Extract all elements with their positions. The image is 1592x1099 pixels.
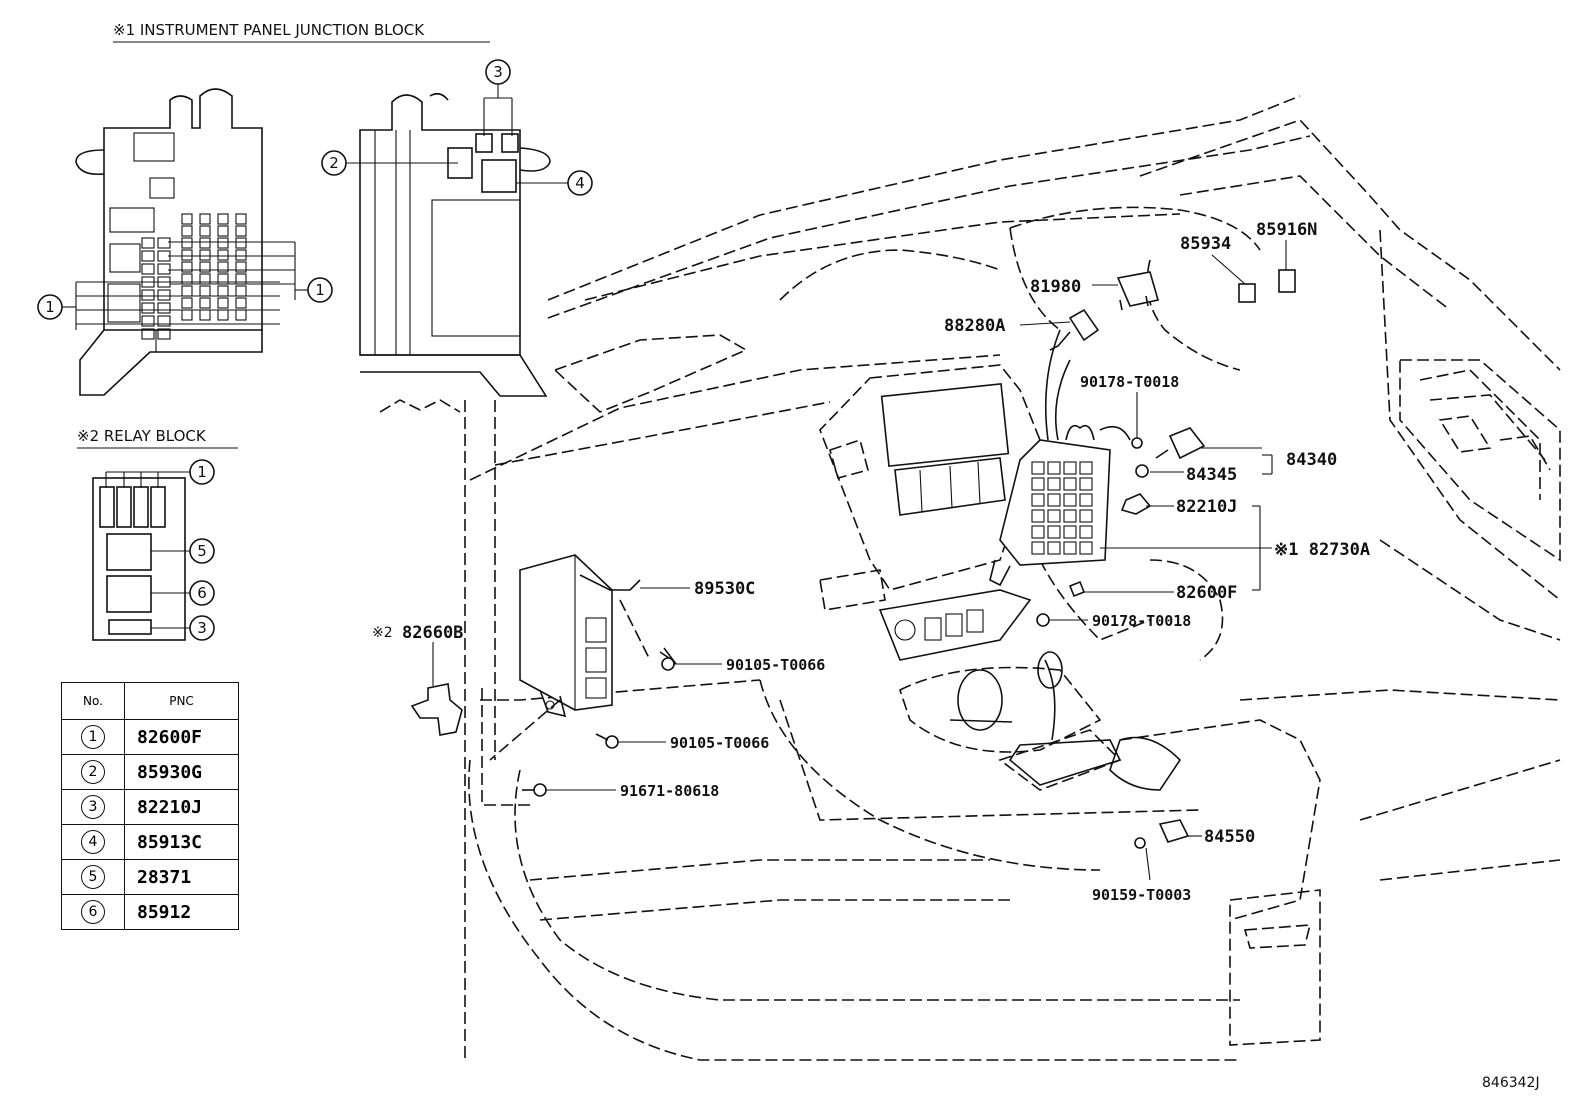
label-90178-T0018-upper: 90178-T0018 (1080, 373, 1179, 391)
row-pnc: 85930G (124, 754, 239, 790)
row-pnc: 82210J (124, 789, 239, 825)
installed-junction-block (989, 329, 1131, 587)
row-number: 6 (81, 900, 105, 924)
callout-number: 1 (315, 281, 325, 299)
dashboard-outline (469, 95, 1561, 601)
relay-block-header: ※2 RELAY BLOCK (77, 427, 207, 445)
table-row: 3 82210J (61, 789, 239, 825)
lower-floor-outline (379, 259, 1241, 1061)
label-84345: 84345 (1186, 465, 1237, 485)
row-number: 5 (81, 865, 105, 889)
label-90178-T0018-lower: 90178-T0018 (1092, 612, 1191, 630)
callout-number: 5 (197, 542, 207, 560)
pnc-table: No. PNC 1 82600F 2 85930G 3 82210J 4 859… (61, 682, 239, 930)
label-90105-T0066-upper: 90105-T0066 (726, 656, 825, 674)
junction-block-rear-view (359, 92, 551, 397)
junction-block-header: ※1 INSTRUMENT PANEL JUNCTION BLOCK (113, 21, 425, 39)
table-row: 1 82600F (61, 719, 239, 755)
col-no-header: No. (61, 682, 125, 720)
callout-number: 3 (197, 619, 207, 637)
row-number: 4 (81, 830, 105, 854)
col-pnc-header: PNC (124, 682, 239, 720)
row-pnc: 82600F (124, 719, 239, 755)
label-85934: 85934 (1180, 234, 1231, 254)
row-pnc: 85913C (124, 824, 239, 860)
relay-block-view (92, 477, 186, 641)
table-row: 4 85913C (61, 824, 239, 860)
junction-block-front-view (75, 88, 263, 396)
label-85916N: 85916N (1256, 220, 1317, 240)
table-row: 2 85930G (61, 754, 239, 790)
label-82730A: ※1 82730A (1274, 540, 1370, 560)
callout-number: 4 (575, 174, 585, 192)
airbag-control-unit (489, 554, 651, 761)
bolts-and-fasteners (522, 437, 1149, 849)
label-90159-T0003: 90159-T0003 (1092, 886, 1191, 904)
table-row: 5 28371 (61, 859, 239, 895)
callout-number: 1 (197, 463, 207, 481)
callout-circle (189, 580, 215, 606)
pnc-table-header: No. PNC (61, 682, 239, 720)
label-84340: 84340 (1286, 450, 1337, 470)
row-number: 1 (81, 725, 105, 749)
callout-number: 6 (197, 584, 207, 602)
label-89530C: 89530C (694, 579, 755, 599)
label-82210J: 82210J (1176, 497, 1237, 517)
leader-lines (432, 240, 1287, 881)
label-88280A: 88280A (944, 316, 1005, 336)
label-84550: 84550 (1204, 827, 1255, 847)
row-number: 2 (81, 760, 105, 784)
callout-circle (189, 615, 215, 641)
callout-number: 1 (45, 298, 55, 316)
callout-circle (307, 277, 333, 303)
callout-number: 3 (493, 63, 503, 81)
callout-circle (37, 294, 63, 320)
row-pnc: 28371 (124, 859, 239, 895)
row-pnc: 85912 (124, 894, 239, 930)
callout-circle (189, 459, 215, 485)
label-90105-T0066-lower: 90105-T0066 (670, 734, 769, 752)
figure-code: 846342J (1482, 1075, 1540, 1091)
callout-circle (189, 538, 215, 564)
callout-markers: 1 1 2 3 4 1 5 6 3 (37, 59, 593, 641)
label-82660B: 82660B (402, 623, 463, 643)
label-82600F: 82600F (1176, 583, 1237, 603)
callout-number: 2 (329, 154, 339, 172)
relays-and-sensors (1049, 269, 1296, 843)
label-81980: 81980 (1030, 277, 1081, 297)
relay-block-bracket (410, 683, 530, 806)
callout-circle (567, 170, 593, 196)
table-row: 6 85912 (61, 894, 239, 930)
part-labels: 85934 85916N 81980 88280A 90178-T0018 84… (372, 220, 1370, 904)
label-82660B-mark: ※2 (372, 625, 393, 641)
callout-circle (321, 150, 347, 176)
callout-circle (485, 59, 511, 85)
center-console-outline (759, 364, 1561, 1046)
row-number: 3 (81, 795, 105, 819)
label-91671-80618: 91671-80618 (620, 782, 719, 800)
